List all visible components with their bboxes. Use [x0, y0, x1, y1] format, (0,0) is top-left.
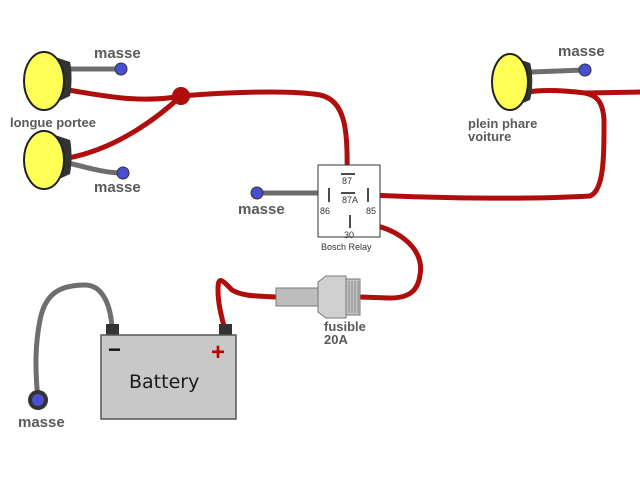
label-fusible: fusible — [324, 319, 366, 334]
relay-pin-86: 86 — [320, 206, 330, 216]
wire-lamp1-to-junction — [65, 87, 184, 102]
label-plein-phare: plein phare — [468, 116, 537, 131]
battery-label: Battery — [129, 371, 199, 393]
fuse-icon — [275, 275, 361, 319]
headlight-icon — [491, 53, 533, 111]
relay-pin-87: 87 — [342, 176, 352, 186]
battery-terminal-negative — [106, 324, 119, 336]
ground-terminal-icon — [114, 62, 128, 76]
battery-plus-sign: + — [211, 339, 225, 366]
relay-body — [317, 164, 381, 238]
battery-terminal-positive — [219, 324, 232, 336]
label-masse-mid-left: masse — [94, 179, 141, 196]
fog-lamp-icon — [23, 51, 72, 111]
fog-lamp-icon — [23, 130, 72, 190]
relay-name: Bosch Relay — [321, 242, 372, 252]
label-masse-top-left: masse — [94, 45, 141, 62]
battery-body — [100, 334, 237, 420]
label-longue-portee: longue portee — [10, 115, 96, 130]
battery-minus-sign: − — [108, 337, 121, 362]
ground-terminal-icon — [578, 63, 592, 77]
ground-terminal-icon — [116, 166, 130, 180]
ground-terminals — [28, 62, 592, 410]
relay-pin-30: 30 — [344, 230, 354, 240]
wire-lamp2-to-junction — [65, 93, 184, 161]
wire-relay30-to-fuse — [349, 219, 424, 301]
wire-headlight-extension — [582, 89, 640, 96]
wire-relay85-to-headlight — [367, 88, 607, 201]
ground-wire-battery — [33, 282, 115, 403]
wire-junction-dot — [172, 87, 190, 105]
ground-terminal-icon — [250, 186, 264, 200]
label-masse-relay: masse — [238, 201, 285, 218]
label-fuse-rating: 20A — [324, 332, 348, 347]
relay-pin-85: 85 — [366, 206, 376, 216]
ground-wire-headlight — [529, 67, 587, 75]
label-voiture: voiture — [468, 129, 511, 144]
label-masse-top-right: masse — [558, 43, 605, 60]
relay-pin-87a: 87A — [342, 195, 358, 205]
ground-terminal-icon — [32, 394, 44, 406]
relay-icon: 87 87A 86 85 30 Bosch Relay — [317, 164, 381, 252]
label-masse-battery: masse — [18, 414, 65, 431]
power-wires — [65, 87, 640, 333]
wire-fuse-to-battery — [215, 278, 279, 333]
ground-wire-lamp2 — [65, 160, 125, 176]
wire-junction-to-relay87 — [178, 89, 350, 175]
battery-icon: − + Battery — [100, 324, 237, 420]
